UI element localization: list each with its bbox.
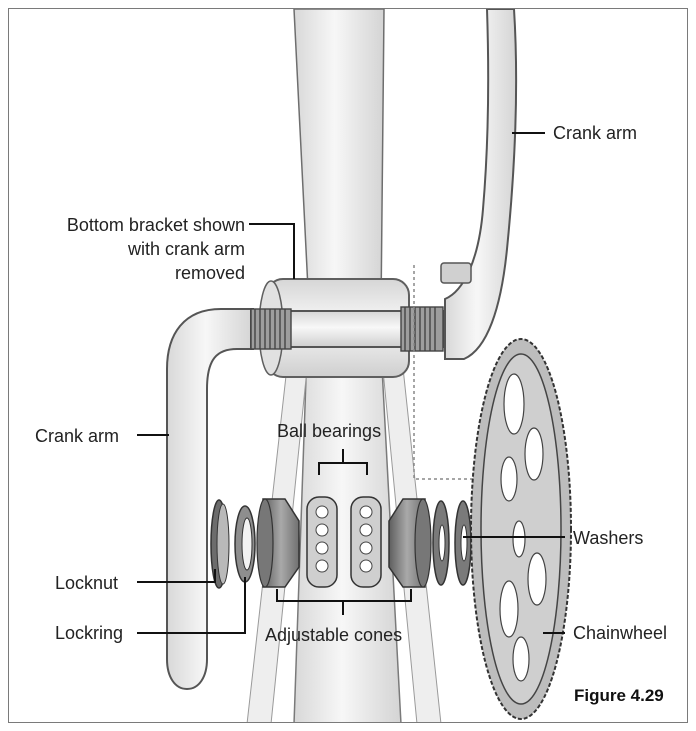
- adjustable-cone-right: [388, 498, 432, 588]
- label-bottom-bracket-3: removed: [175, 263, 245, 283]
- label-crank-arm-left: Crank arm: [35, 426, 119, 446]
- label-crank-arm-right: Crank arm: [553, 123, 637, 143]
- washer-1: [432, 500, 450, 586]
- chainwheel: [470, 338, 572, 720]
- ball-bearing-left: [306, 496, 338, 588]
- adjustable-cone-left: [256, 498, 300, 588]
- label-bottom-bracket-1: Bottom bracket shown: [67, 215, 245, 235]
- label-chainwheel: Chainwheel: [573, 623, 667, 643]
- leader-ball-bearings: [318, 449, 368, 475]
- spindle-thread-left: [250, 308, 292, 350]
- leader-lines: [137, 132, 565, 634]
- lockring: [234, 505, 256, 583]
- bottom-bracket-diagram: Crank arm Bottom bracket shown with cran…: [35, 9, 667, 722]
- leader-adjustable-cones: [276, 589, 412, 615]
- leader-lockring: [137, 577, 246, 634]
- leader-locknut: [137, 569, 216, 583]
- leader-bottom-bracket: [249, 223, 295, 279]
- washer-2: [454, 500, 472, 586]
- seat-tube: [293, 9, 385, 310]
- label-washers: Washers: [573, 528, 643, 548]
- label-bottom-bracket-2: with crank arm: [127, 239, 245, 259]
- figure-frame: Crank arm Bottom bracket shown with cran…: [8, 8, 688, 723]
- ball-bearing-right: [350, 496, 382, 588]
- label-locknut: Locknut: [55, 573, 118, 593]
- label-adjustable-cones: Adjustable cones: [265, 625, 402, 645]
- figure-caption: Figure 4.29: [574, 686, 664, 705]
- spindle-thread-right: [400, 306, 444, 352]
- crank-arm-left: [166, 308, 254, 691]
- spindle: [250, 306, 444, 352]
- label-lockring: Lockring: [55, 623, 123, 643]
- crank-arm-right: [440, 9, 518, 360]
- label-ball-bearings: Ball bearings: [277, 421, 381, 441]
- locknut: [210, 499, 230, 589]
